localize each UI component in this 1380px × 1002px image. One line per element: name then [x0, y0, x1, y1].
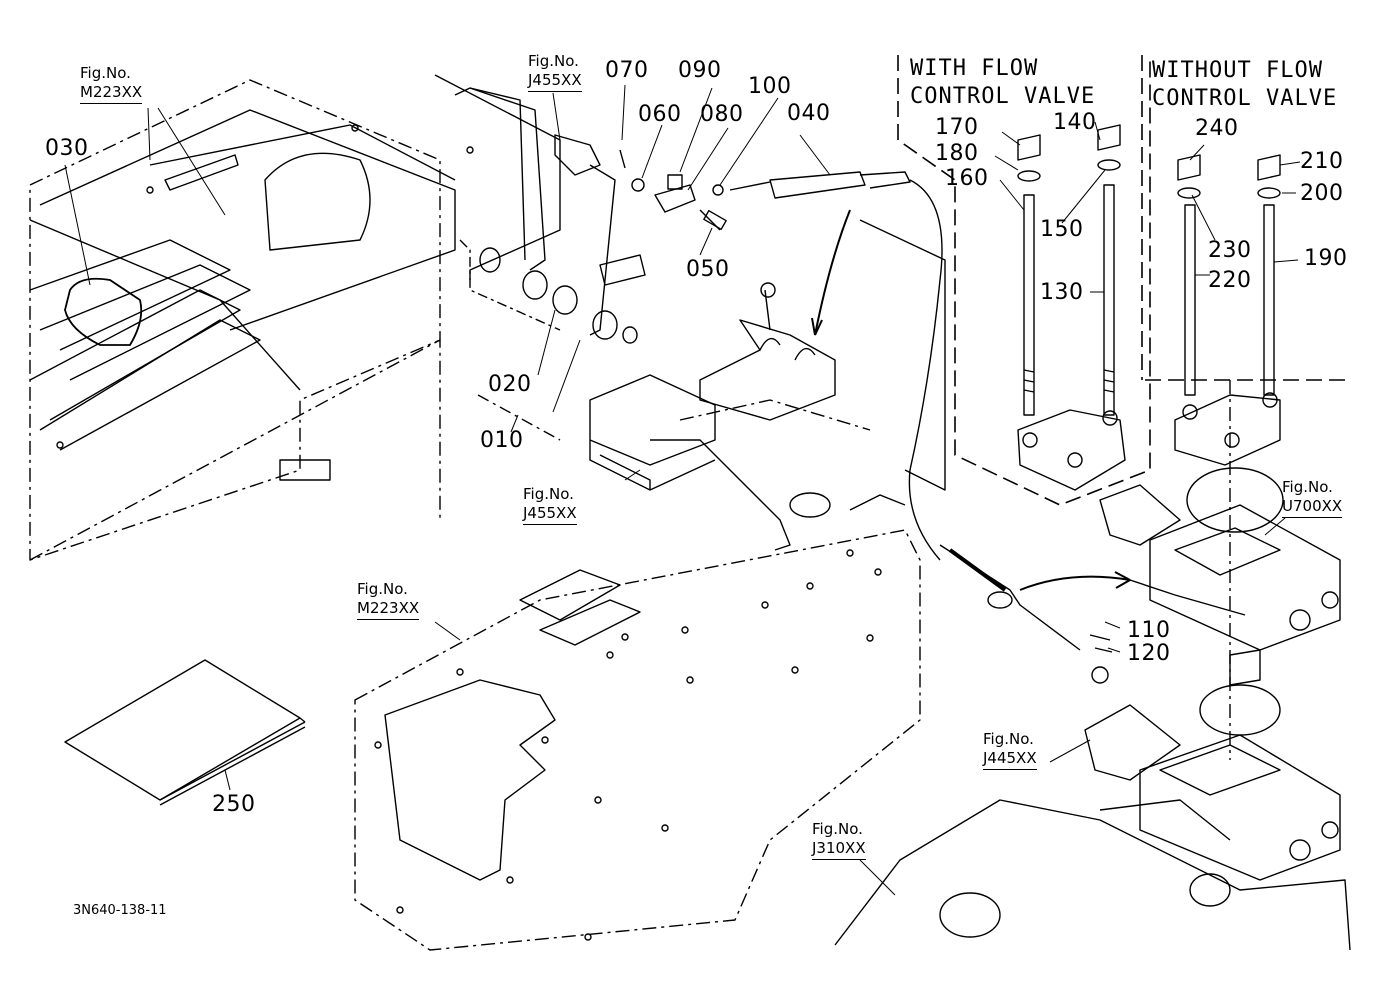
- fig-ref[interactable]: Fig.No. M223XX: [357, 580, 420, 620]
- lever-assembly-drawing: [434, 74, 646, 441]
- fig-ref-caption: Fig.No.: [983, 730, 1034, 748]
- part-callout-190[interactable]: 190: [1304, 246, 1348, 271]
- with-flow-header: WITH FLOW CONTROL VALVE: [910, 55, 1095, 111]
- fig-ref-code: J310XX: [812, 839, 866, 860]
- part-callout-140[interactable]: 140: [1053, 110, 1097, 135]
- fig-ref-caption: Fig.No.: [528, 52, 579, 70]
- part-callout-240[interactable]: 240: [1195, 116, 1239, 141]
- part-callout-080[interactable]: 080: [700, 102, 744, 127]
- fig-ref-code: U700XX: [1282, 497, 1343, 518]
- part-callout-160[interactable]: 160: [945, 166, 989, 191]
- fig-ref-code: M223XX: [357, 599, 420, 620]
- part-callout-170[interactable]: 170: [935, 115, 979, 140]
- fig-ref[interactable]: Fig.No. J310XX: [812, 820, 866, 860]
- fig-ref[interactable]: Fig.No. M223XX: [80, 64, 143, 104]
- part-callout-060[interactable]: 060: [638, 102, 682, 127]
- fig-ref-caption: Fig.No.: [812, 820, 863, 838]
- fig-ref[interactable]: Fig.No. J455XX: [528, 52, 582, 92]
- part-callout-040[interactable]: 040: [787, 101, 831, 126]
- valve-body-drawing: [834, 380, 1351, 951]
- fig-ref-caption: Fig.No.: [357, 580, 408, 598]
- fig-ref-caption: Fig.No.: [523, 485, 574, 503]
- part-callout-230[interactable]: 230: [1208, 238, 1252, 263]
- without-flow-header-line: WITHOUT FLOW: [1152, 58, 1323, 83]
- part-callout-250[interactable]: 250: [212, 792, 256, 817]
- manual-drawing: [64, 659, 306, 806]
- without-flow-studs-drawing: [1174, 154, 1281, 466]
- part-callout-020[interactable]: 020: [488, 372, 532, 397]
- fig-ref-code: J455XX: [528, 71, 582, 92]
- fig-ref-caption: Fig.No.: [1282, 478, 1333, 496]
- part-callout-100[interactable]: 100: [748, 74, 792, 99]
- part-callout-110[interactable]: 110: [1127, 618, 1171, 643]
- part-callout-070[interactable]: 070: [605, 58, 649, 83]
- fig-ref-code: M223XX: [80, 83, 143, 104]
- part-callout-150[interactable]: 150: [1040, 217, 1084, 242]
- part-callout-200[interactable]: 200: [1300, 181, 1344, 206]
- linkage-hardware-drawing: [619, 149, 911, 231]
- part-callout-030[interactable]: 030: [45, 136, 89, 161]
- floor-panel-drawing: [29, 79, 474, 561]
- without-flow-header: WITHOUT FLOW CONTROL VALVE: [1152, 57, 1337, 113]
- fig-ref[interactable]: Fig.No. J455XX: [523, 485, 577, 525]
- part-callout-210[interactable]: 210: [1300, 149, 1344, 174]
- with-flow-header-line: WITH FLOW: [910, 56, 1039, 81]
- bracket-and-cable-drawing: [589, 179, 1131, 684]
- part-callout-050[interactable]: 050: [686, 257, 730, 282]
- center-frame-drawing: [354, 399, 921, 951]
- fig-ref[interactable]: Fig.No. J445XX: [983, 730, 1037, 770]
- fig-ref-caption: Fig.No.: [80, 64, 131, 82]
- fig-ref-code: J455XX: [523, 504, 577, 525]
- part-callout-220[interactable]: 220: [1208, 268, 1252, 293]
- without-flow-header-line: CONTROL VALVE: [1152, 86, 1338, 111]
- part-callout-180[interactable]: 180: [935, 141, 979, 166]
- with-flow-header-line: CONTROL VALVE: [910, 84, 1096, 109]
- with-flow-box-drawing: [897, 55, 1350, 506]
- part-callout-120[interactable]: 120: [1127, 641, 1171, 666]
- fig-ref-code: J445XX: [983, 749, 1037, 770]
- leader-lines: [64, 84, 1301, 896]
- fig-ref[interactable]: Fig.No. U700XX: [1282, 478, 1343, 518]
- part-callout-090[interactable]: 090: [678, 58, 722, 83]
- document-id: 3N640-138-11: [73, 903, 167, 918]
- part-callout-010[interactable]: 010: [480, 428, 524, 453]
- part-callout-130[interactable]: 130: [1040, 280, 1084, 305]
